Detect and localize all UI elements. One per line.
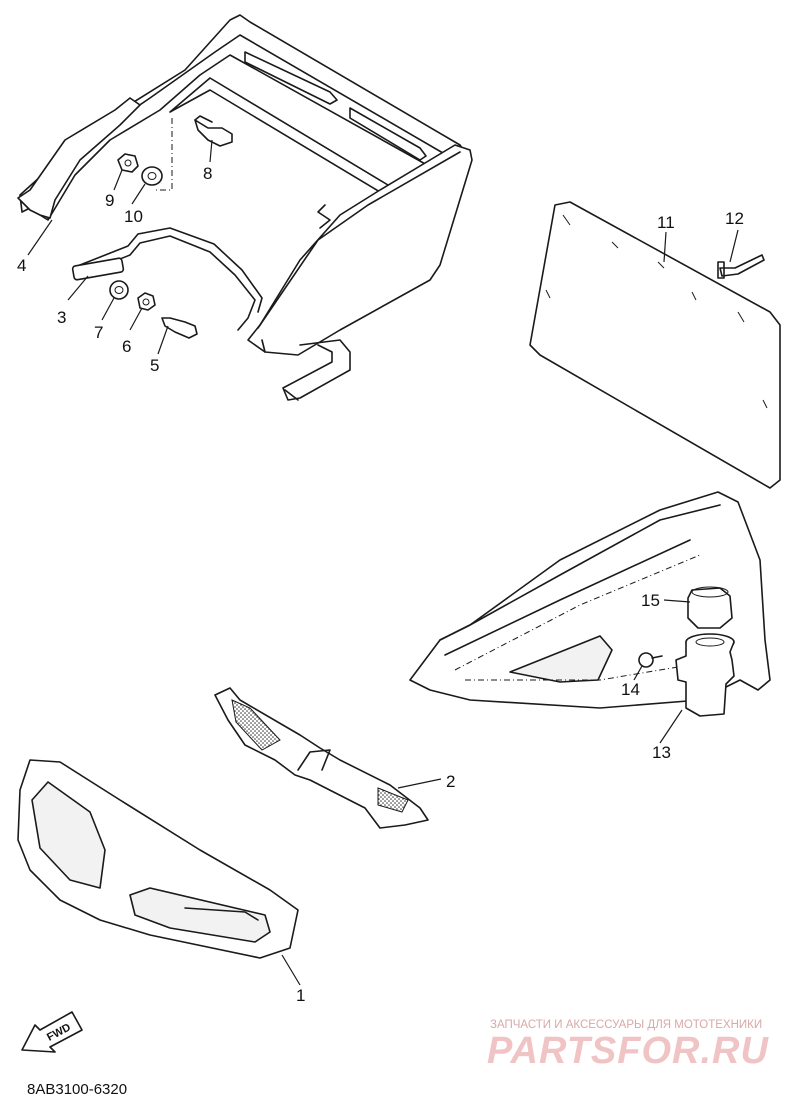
rivet-part-12 bbox=[717, 254, 765, 279]
callout-14: 14 bbox=[621, 680, 640, 699]
callout-labels: 1 2 3 4 5 6 7 8 9 10 11 12 13 14 15 bbox=[17, 164, 744, 1005]
callout-8: 8 bbox=[203, 164, 212, 183]
screw-part-14 bbox=[638, 652, 663, 668]
callout-7: 7 bbox=[94, 323, 103, 342]
washer-part-10 bbox=[141, 166, 163, 186]
washer-part-7 bbox=[109, 280, 129, 300]
callout-1: 1 bbox=[296, 986, 305, 1005]
callout-5: 5 bbox=[150, 356, 159, 375]
stay-tube-part-3 bbox=[71, 227, 351, 401]
carrier-frame-part-4 bbox=[17, 14, 473, 356]
callout-12: 12 bbox=[725, 209, 744, 228]
bulb-socket-part-15 bbox=[687, 586, 733, 629]
front-cowl-part-1 bbox=[17, 759, 299, 959]
duct-bracket-part-2 bbox=[214, 687, 429, 829]
side-cowl-assembly bbox=[409, 491, 771, 709]
callout-13: 13 bbox=[652, 743, 671, 762]
callout-2: 2 bbox=[446, 772, 455, 791]
watermark-tagline: ЗАПЧАСТИ И АКСЕССУАРЫ ДЛЯ МОТОТЕХНИКИ bbox=[490, 1019, 762, 1031]
callout-6: 6 bbox=[122, 337, 131, 356]
nut-part-6 bbox=[137, 292, 156, 311]
callout-4: 4 bbox=[17, 256, 26, 275]
inner-panel-part-11 bbox=[529, 201, 781, 489]
callout-15: 15 bbox=[641, 591, 660, 610]
bolt-part-8 bbox=[194, 115, 233, 147]
socket-part-13 bbox=[675, 633, 735, 717]
callout-3: 3 bbox=[57, 308, 66, 327]
watermark: ЗАПЧАСТИ И АКСЕССУАРЫ ДЛЯ МОТОТЕХНИКИ PA… bbox=[487, 1019, 769, 1072]
callout-9: 9 bbox=[105, 191, 114, 210]
callout-10: 10 bbox=[124, 207, 143, 226]
fwd-arrow-icon: FWD bbox=[21, 1011, 83, 1053]
watermark-brand: PARTSFOR.RU bbox=[487, 1030, 769, 1072]
nut-part-9 bbox=[117, 153, 139, 173]
leader-lines bbox=[27, 139, 739, 986]
diagram-code: 8AB3100-6320 bbox=[27, 1081, 127, 1098]
callout-11: 11 bbox=[657, 213, 675, 232]
bolt-part-5 bbox=[161, 317, 198, 339]
